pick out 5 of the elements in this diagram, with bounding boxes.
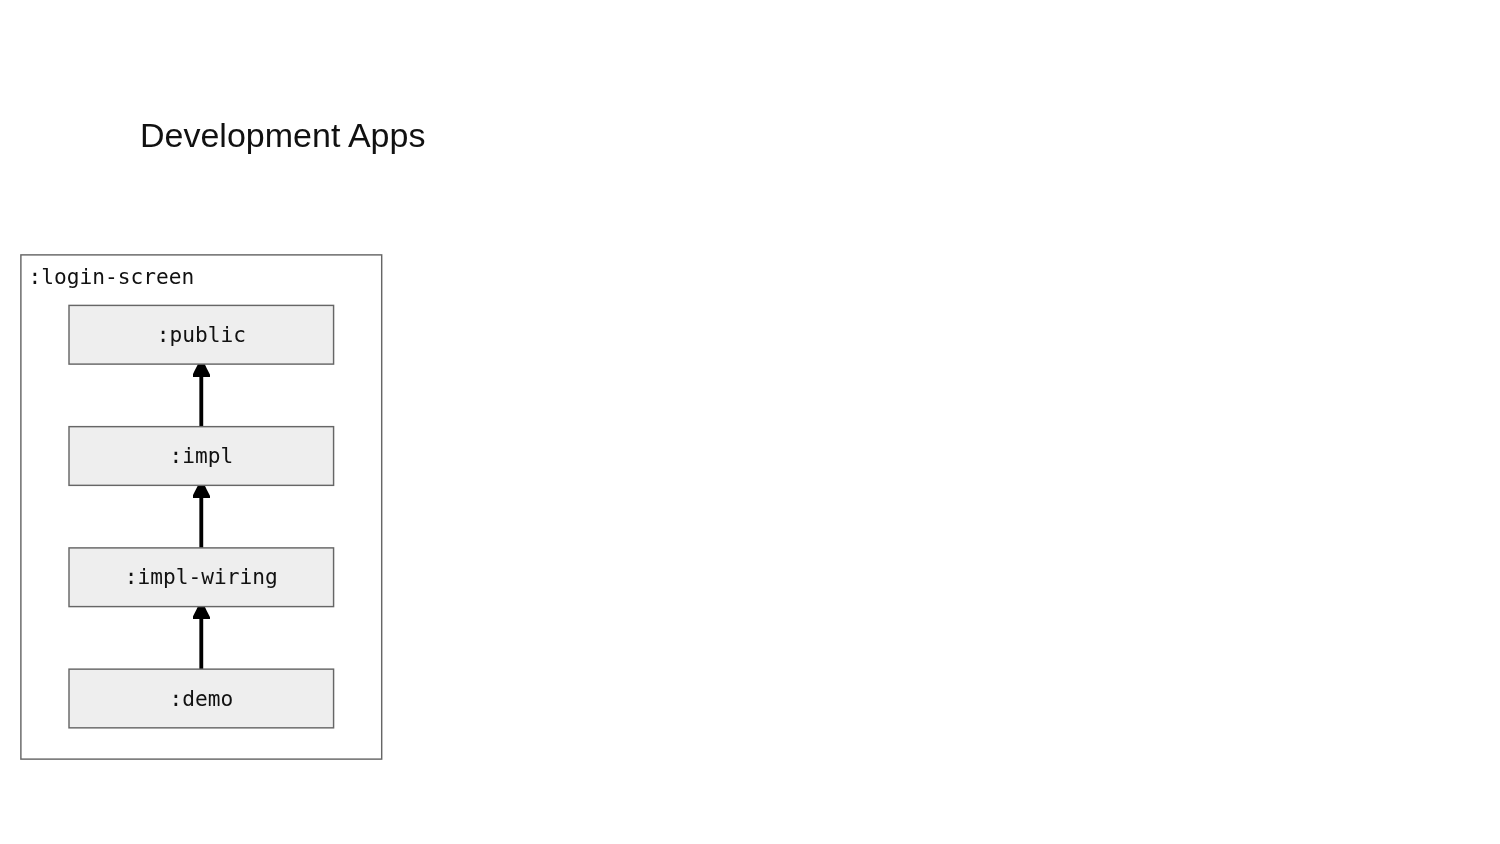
node-box: :impl-wiring xyxy=(68,547,335,608)
node-box: :impl xyxy=(68,425,335,487)
diagram-title: Development Apps xyxy=(140,116,426,155)
node-box: :demo xyxy=(68,668,335,729)
node-box: :public xyxy=(68,304,335,365)
